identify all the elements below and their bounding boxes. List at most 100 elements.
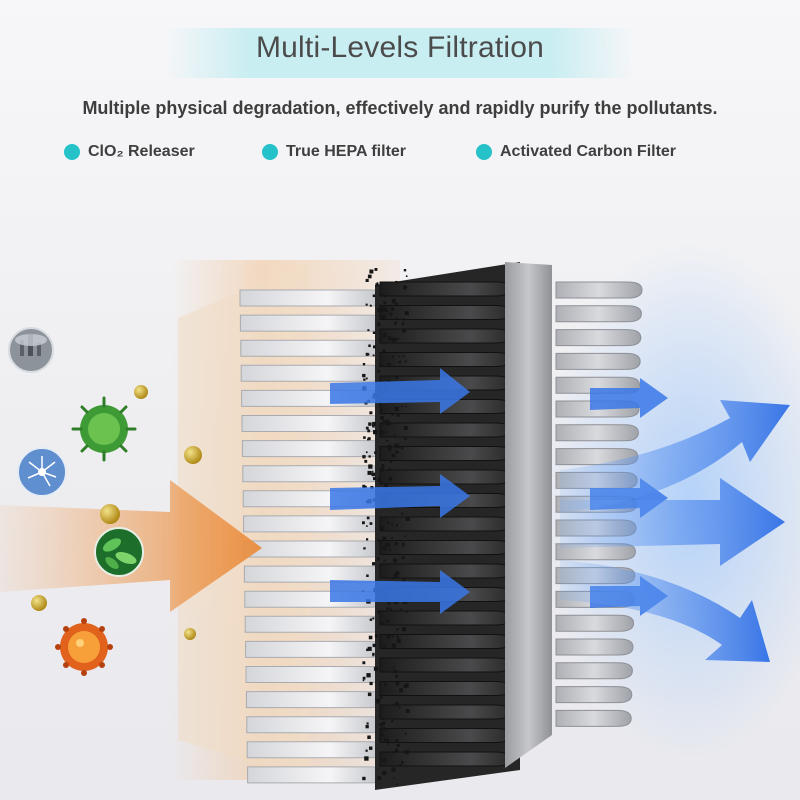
carbon-speck (373, 345, 376, 349)
carbon-speck (367, 274, 372, 279)
dust-particles (31, 385, 202, 640)
carbon-speck (394, 443, 399, 448)
pollutants (8, 327, 202, 676)
carbon-speck (401, 627, 406, 632)
carbon-speck (368, 455, 371, 458)
carbon-speck (381, 464, 385, 468)
carbon-speck (367, 735, 371, 739)
outlet-pleat (555, 305, 642, 323)
carbon-speck (401, 405, 403, 408)
carbon-speck (385, 619, 389, 623)
carbon-speck (365, 426, 369, 430)
carbon-speck (403, 577, 406, 580)
airflow-arrow-icon (330, 474, 470, 518)
carbon-speck (367, 329, 370, 332)
carbon-speck (362, 484, 366, 488)
carbon-speck (368, 353, 370, 356)
virus-icon (71, 396, 137, 462)
carbon-speck (405, 709, 410, 713)
carbon-speck (362, 373, 366, 378)
carbon-speck (395, 524, 398, 527)
airflow-arrow-icon (590, 378, 668, 418)
carbon-speck (386, 421, 391, 426)
carbon-pleat (379, 281, 511, 297)
hepa-pleat (243, 565, 386, 583)
carbon-speck (396, 628, 399, 631)
feature-clo2: ClO₂ Releaser (64, 143, 195, 161)
carbon-speck (386, 607, 390, 610)
carbon-speck (397, 337, 400, 340)
carbon-speck (376, 282, 379, 284)
carbon-speck (401, 322, 405, 326)
carbon-speck (391, 767, 396, 772)
carbon-speck (388, 447, 392, 451)
carbon-speck (398, 355, 401, 358)
teal-dot-icon (64, 144, 80, 160)
outlet-pleat (555, 424, 639, 442)
feature-list: ClO₂ Releaser True HEPA filter Activated… (0, 143, 800, 167)
carbon-speck (401, 579, 405, 583)
carbon-speck (368, 464, 373, 469)
carbon-speck (392, 635, 394, 638)
carbon-speck (386, 439, 389, 442)
carbon-pleat (379, 751, 511, 767)
carbon-speck (377, 776, 382, 781)
carbon-speck (362, 676, 366, 680)
carbon-speck (382, 770, 387, 776)
hepa-pleat (242, 465, 386, 483)
outlet-pleat (555, 352, 641, 370)
carbon-pleat (379, 728, 511, 743)
carbon-speck (362, 679, 365, 682)
carbon-speck (365, 278, 369, 282)
carbon-speck (368, 422, 372, 426)
carbon-speck (400, 608, 402, 610)
carbon-speck (390, 307, 394, 311)
hepa-pleat (245, 691, 386, 709)
carbon-speck (402, 355, 405, 358)
carbon-speck (395, 681, 400, 686)
carbon-speck (402, 544, 405, 547)
carbon-speck (382, 419, 388, 425)
page-title: Multi-Levels Filtration (255, 31, 545, 64)
carbon-speck (401, 542, 405, 546)
carbon-speck (399, 764, 402, 767)
carbon-speck (379, 408, 383, 413)
hepa-pleat (244, 615, 386, 633)
carbon-speck (379, 722, 384, 727)
outflow-arrow-icon (560, 400, 790, 512)
outlet-pleat (555, 638, 634, 656)
carbon-filter-layer (379, 281, 511, 767)
carbon-speck (372, 643, 376, 648)
carbon-speck (367, 429, 371, 433)
carbon-speck (401, 447, 404, 450)
outlet-pleat (555, 686, 633, 704)
outflow-arrows (560, 400, 790, 662)
carbon-speck (367, 437, 371, 441)
carbon-speck (396, 638, 401, 643)
carbon-speck (404, 535, 406, 538)
airflow-arrow-icon (330, 368, 470, 414)
carbon-speck (404, 732, 407, 735)
carbon-speck (382, 718, 385, 720)
carbon-speck (369, 681, 373, 686)
carbon-pleat (379, 446, 511, 461)
carbon-speck (395, 302, 398, 306)
carbon-speck (362, 776, 366, 781)
carbon-speck (393, 558, 397, 563)
feature-carbon: Activated Carbon Filter (476, 143, 676, 161)
carbon-speck (382, 349, 386, 353)
carbon-speck (366, 538, 369, 541)
carbon-speck (397, 445, 400, 449)
title-band (165, 28, 635, 78)
hepa-pleat (239, 314, 386, 332)
carbon-pleat (379, 305, 511, 320)
carbon-speck (383, 413, 386, 415)
outlet-pleat (555, 281, 643, 299)
carbon-speck (365, 749, 368, 752)
carbon-speck (367, 470, 372, 475)
carbon-speck (373, 666, 378, 671)
carbon-speck (392, 577, 394, 579)
carbon-speck (389, 460, 393, 464)
carbon-speck (384, 683, 387, 686)
carbon-speck (391, 720, 394, 723)
